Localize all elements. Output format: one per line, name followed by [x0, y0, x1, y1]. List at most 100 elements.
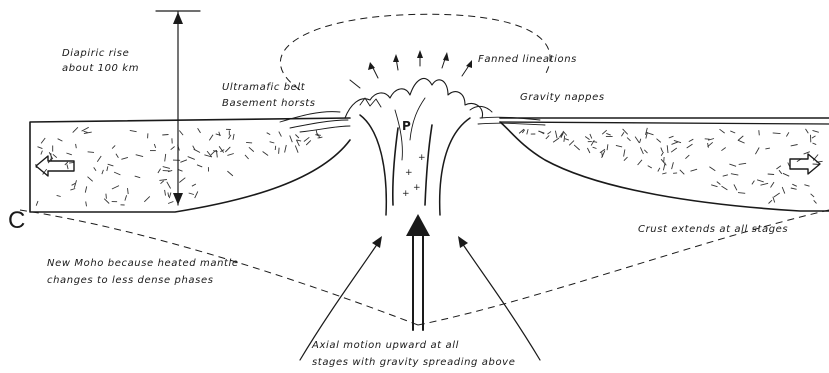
- texture-tick: [161, 181, 164, 184]
- texture-tick: [590, 134, 592, 139]
- texture-tick: [295, 146, 298, 153]
- texture-tick: [720, 129, 725, 133]
- texture-tick: [804, 152, 810, 154]
- texture-tick: [752, 181, 755, 185]
- texture-tick: [680, 170, 685, 175]
- texture-tick: [136, 155, 143, 157]
- texture-tick: [769, 200, 773, 203]
- texture-tick: [66, 153, 71, 155]
- new-moho-label-2: changes to less dense phases: [47, 275, 214, 286]
- texture-tick: [624, 149, 625, 156]
- texture-tick: [768, 174, 774, 175]
- double-shaft-arrow-up-icon: [406, 214, 430, 330]
- texture-tick: [791, 188, 797, 189]
- texture-tick: [792, 184, 797, 186]
- texture-tick: [776, 166, 781, 169]
- crust-extends-label: Crust extends at all stages: [638, 224, 788, 235]
- texture-tick: [270, 142, 275, 143]
- texture-tick: [179, 131, 183, 136]
- texture-tick: [168, 193, 169, 197]
- texture-tick: [73, 127, 78, 132]
- texture-tick: [227, 171, 233, 176]
- crust-right-texture: [519, 128, 823, 204]
- texture-tick: [708, 142, 713, 146]
- texture-tick: [189, 193, 194, 195]
- texture-tick: [263, 152, 269, 156]
- texture-tick: [627, 138, 630, 141]
- texture-tick: [246, 142, 252, 143]
- texture-tick: [285, 145, 287, 153]
- texture-tick: [41, 151, 43, 155]
- texture-tick: [709, 167, 715, 171]
- texture-tick: [730, 131, 735, 133]
- diapir-column: [393, 125, 432, 205]
- texture-tick: [669, 136, 674, 138]
- texture-tick: [97, 156, 101, 162]
- texture-tick: [304, 137, 309, 141]
- texture-tick: [169, 193, 171, 199]
- texture-tick: [227, 154, 233, 156]
- texture-tick: [616, 145, 622, 147]
- texture-tick: [757, 180, 764, 182]
- texture-tick: [41, 138, 45, 143]
- texture-tick: [275, 146, 276, 150]
- texture-tick: [179, 178, 185, 183]
- p-marker-label: P: [402, 119, 411, 133]
- texture-tick: [225, 147, 230, 152]
- texture-tick: [165, 154, 166, 162]
- fanned-lineations-label: Fanned lineations: [478, 54, 577, 65]
- texture-tick: [88, 152, 94, 153]
- texture-tick: [624, 157, 628, 161]
- texture-tick: [812, 136, 816, 138]
- mantle-flow-arrow-right: [458, 236, 540, 360]
- panel-label: C: [8, 207, 25, 234]
- texture-tick: [195, 191, 198, 198]
- texture-tick: [621, 132, 624, 136]
- texture-tick: [249, 147, 254, 151]
- texture-tick: [86, 202, 87, 207]
- texture-tick: [290, 136, 293, 143]
- texture-tick: [233, 134, 234, 140]
- texture-tick: [168, 202, 173, 204]
- texture-tick: [67, 164, 68, 169]
- texture-tick: [167, 182, 171, 189]
- diapiric-rise-label-2: about 100 km: [62, 63, 139, 74]
- texture-tick: [739, 163, 746, 164]
- plus-mark: +: [413, 183, 421, 193]
- texture-tick: [125, 195, 127, 200]
- texture-tick: [783, 173, 789, 176]
- texture-tick: [527, 129, 528, 134]
- texture-tick: [731, 174, 738, 175]
- texture-tick: [671, 148, 677, 152]
- gravity-nappes-label: Gravity nappes: [520, 92, 605, 103]
- texture-tick: [722, 186, 728, 190]
- texture-tick: [687, 144, 693, 148]
- texture-tick: [779, 170, 782, 174]
- texture-tick: [318, 137, 323, 138]
- texture-tick: [774, 193, 780, 197]
- texture-tick: [721, 148, 725, 151]
- texture-tick: [806, 129, 809, 133]
- texture-tick: [773, 197, 775, 203]
- texture-tick: [159, 180, 167, 181]
- texture-tick: [165, 190, 166, 196]
- diapir-outer-right: [440, 118, 470, 215]
- texture-tick: [813, 130, 819, 132]
- texture-tick: [197, 165, 202, 167]
- texture-tick: [640, 147, 643, 154]
- texture-tick: [565, 139, 569, 140]
- texture-tick: [672, 162, 674, 169]
- texture-tick: [102, 170, 104, 174]
- texture-tick: [192, 184, 196, 186]
- texture-tick: [672, 142, 678, 145]
- diapir-outer-left: [360, 115, 386, 215]
- texture-tick: [813, 143, 817, 145]
- texture-tick: [685, 155, 689, 159]
- texture-tick: [36, 201, 38, 206]
- ultramafic-belt-label: Ultramafic belt: [222, 82, 306, 93]
- texture-tick: [85, 186, 86, 192]
- double-headed-arrow-vertical-icon: [156, 11, 200, 205]
- texture-tick: [661, 148, 663, 152]
- texture-tick: [216, 150, 217, 157]
- texture-tick: [711, 185, 717, 187]
